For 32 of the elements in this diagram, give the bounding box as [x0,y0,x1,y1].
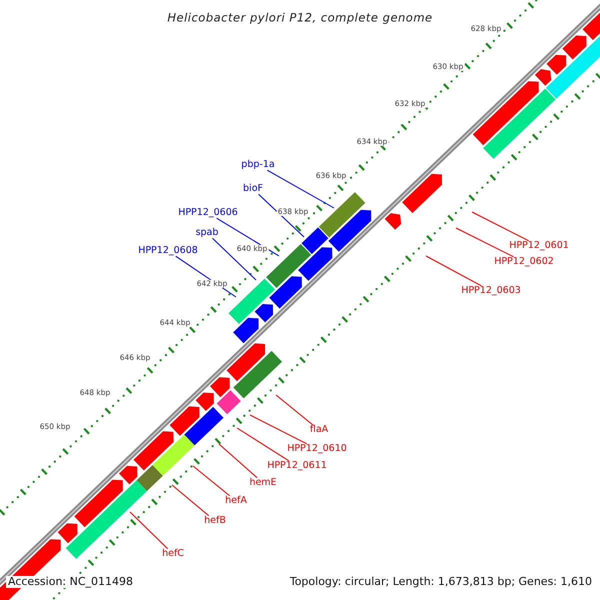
gene-label: hefB [204,516,226,526]
leader-line [258,194,304,238]
leader-line [266,170,334,208]
leader-line [212,238,256,280]
gene-label: hefA [225,496,247,506]
gene-label: HPP12_0606 [178,208,238,218]
leader-line [472,212,530,242]
leader-line [250,414,308,444]
gene-label: spab [196,228,218,238]
leader-line [172,484,210,516]
leader-line [236,428,290,462]
leader-line [216,218,280,256]
gene-label: hemE [249,478,277,488]
leader-line [456,228,514,258]
leader-line [426,256,482,286]
summary-text: Topology: circular; Length: 1,673,813 bp; Genes: 1,610 [288,576,594,588]
gene-label: HPP12_0601 [509,240,569,252]
gene-label: HPP12_0603 [461,286,521,296]
gene-label: HPP12_0610 [287,444,347,454]
gene-label: hefC [162,548,184,560]
gene-label: HPP12_0602 [494,256,554,268]
title: Helicobacter pylori P12, complete genome [167,12,433,24]
accession-text: Accession: NC_011498 [6,576,136,588]
leader-line [130,512,168,550]
gene-label: HPP12_0608 [138,246,198,256]
leader-line [218,444,258,478]
gene-label: HPP12_0611 [267,460,327,472]
leader-line [276,394,314,426]
gene-label: flaA [310,424,328,436]
leader-line [192,466,230,496]
gene-label: pbp-1a [241,160,275,170]
gene-label: bioF [243,184,263,194]
